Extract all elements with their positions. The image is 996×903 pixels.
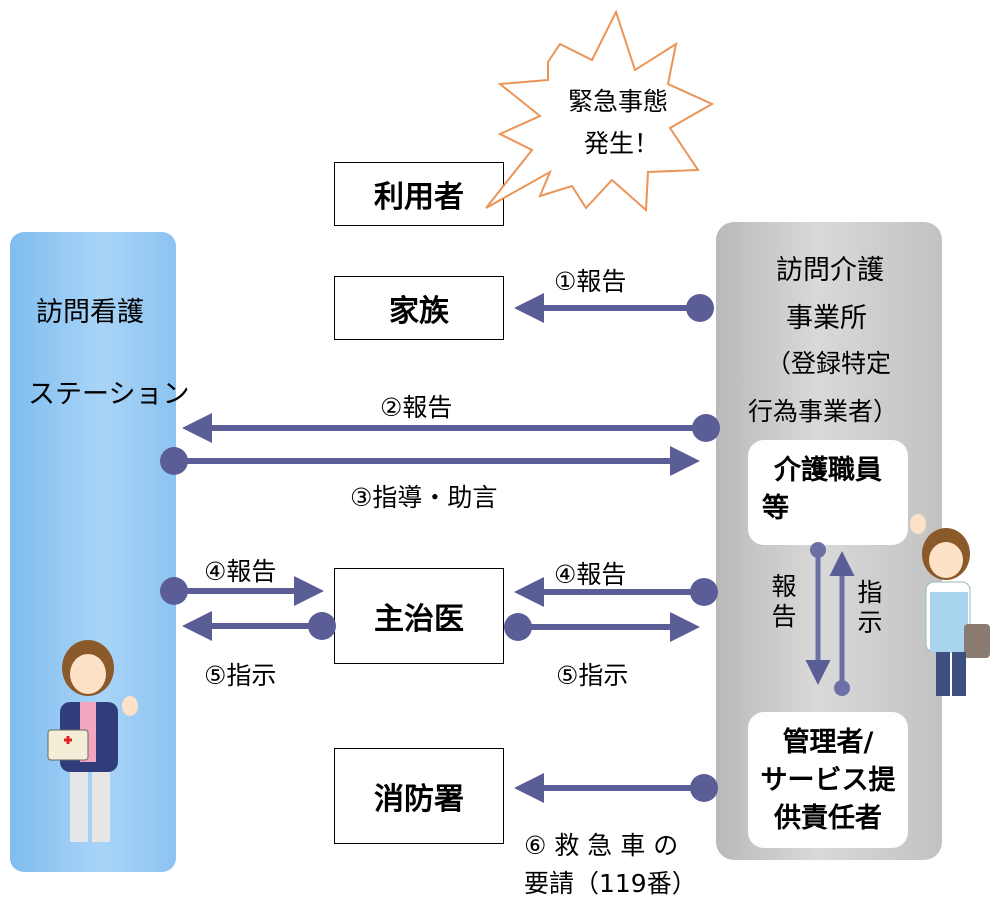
arrow-guidance-office-start [160, 447, 188, 475]
label-instruct-5-left: ⑤指示 [204, 661, 277, 690]
vertical-report-char-2: 告 [771, 602, 797, 631]
arrow-report-family-start [686, 294, 714, 322]
arrow-staff-to-manager-start [810, 542, 826, 558]
care-staff-line1: 介護職員 [774, 455, 882, 486]
vertical-instruct-char-1: 指 [857, 578, 883, 607]
manager-box: 管理者/ サービス提 供責任者 [748, 712, 908, 848]
family-box: 家族 [334, 276, 504, 340]
user-box: 利用者 [334, 162, 504, 226]
home-care-office-title-line3: （登録特定 [766, 349, 892, 378]
arrow-doctor-to-station-start [308, 612, 336, 640]
home-care-office-title-line2: 事業所 [786, 303, 867, 334]
arrow-office-to-fire-station-start [690, 774, 718, 802]
nursing-station-title-line1: 訪問看護 [36, 297, 144, 328]
arrow-doctor-to-office-start [504, 613, 532, 641]
speech-bubble-line1: 緊急事態 [568, 87, 669, 116]
label-instruct-5-right: ⑤指示 [556, 661, 629, 690]
speech-bubble-shape [485, 9, 715, 213]
care-staff-line2: 等 [762, 493, 789, 524]
label-report-4-right: ④報告 [554, 560, 627, 589]
vertical-instruct-char-2: 示 [857, 608, 883, 637]
manager-line2: サービス提 [760, 765, 896, 796]
arrow-manager-to-staff-start [834, 680, 850, 696]
nurse-illustration [47, 640, 138, 842]
label-ambulance-6-line2: 要請（119番） [524, 869, 697, 898]
manager-line3: 供責任者 [774, 803, 882, 834]
label-guidance-3: ③指導・助言 [350, 483, 498, 512]
manager-line1: 管理者/ [782, 727, 874, 758]
arrow-report-station-start [692, 414, 720, 442]
doctor-box: 主治医 [334, 568, 504, 664]
home-care-office-title-line4: 行為事業者） [748, 397, 899, 426]
home-care-office-title-line1: 訪問介護 [776, 255, 884, 286]
label-report-1: ①報告 [554, 267, 627, 296]
fire-station-box: 消防署 [334, 748, 504, 844]
label-report-4-left: ④報告 [204, 557, 277, 586]
nursing-station-title-line2: ステーション [28, 379, 190, 410]
vertical-report-char-1: 報 [771, 572, 797, 601]
caregiver-illustration [910, 514, 990, 696]
arrow-station-to-doctor-start [160, 577, 188, 605]
vertical-instruct-label: 指 示 [856, 578, 884, 638]
label-report-2: ②報告 [380, 393, 453, 422]
arrow-office-to-doctor-start [690, 578, 718, 606]
care-staff-box: 介護職員 等 [748, 440, 908, 545]
vertical-report-label: 報 告 [770, 572, 798, 632]
speech-bubble-line2: 発生！ [584, 129, 660, 158]
label-ambulance-6-line1: ⑥ 救 急 車 の [524, 831, 679, 860]
